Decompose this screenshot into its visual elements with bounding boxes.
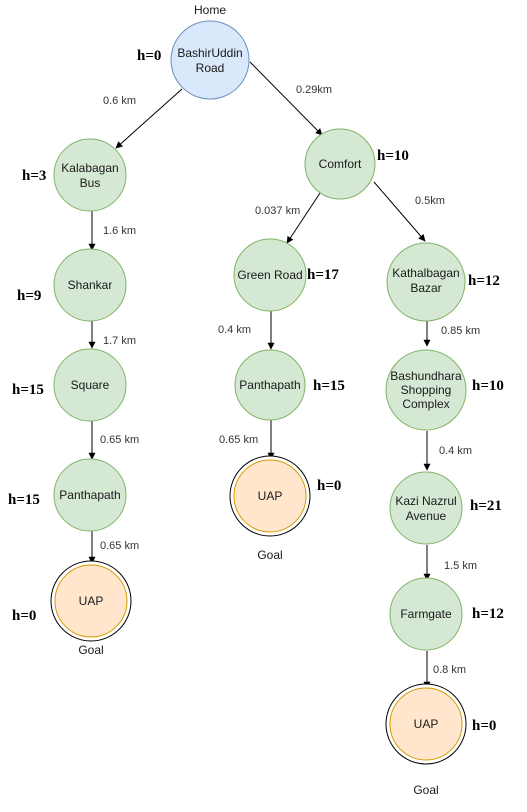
comfort-label: Comfort [319,157,362,171]
uap-left-circle [54,564,128,638]
edge-label-square-panthapath: 0.65 km [100,434,139,446]
uap-right-heuristic: h=0 [472,718,496,734]
panthapath-left-label: Panthapath [59,488,120,502]
node-uap-left[interactable]: UAP h=0 Goal [12,560,132,657]
node-comfort[interactable]: Comfort h=10 [304,128,409,200]
uap-left-label: UAP [79,594,104,608]
kathalbagan-bazar-label-line2: Bazar [410,281,441,295]
bashundhara-label-line3: Complex [402,397,449,411]
farmgate-label: Farmgate [400,607,452,621]
edge-labels: 0.6 km 0.29km 1.6 km 1.7 km 0.65 km 0.65… [100,84,480,676]
square-label: Square [71,378,110,392]
edge-label-comfort-greenroad: 0.037 km [255,205,300,217]
edge-comfort-greenroad [286,189,323,244]
uap-left-caption: Goal [78,643,103,657]
edge-home-kalabagan [115,88,183,149]
home-label-line2: Road [196,61,225,75]
kathalbagan-bazar-label-line1: Kathalbagan [392,266,459,280]
shankar-heuristic: h=9 [17,288,41,304]
kazi-nazrul-label-line1: Kazi Nazrul [395,494,456,508]
comfort-heuristic: h=10 [377,148,409,164]
node-green-road[interactable]: Green Road h=17 [233,238,339,312]
edge-label-panthapath-uap-mid: 0.65 km [219,434,258,446]
edge-label-shankar-square: 1.7 km [103,335,136,347]
node-kathalbagan-bazar[interactable]: Kathalbagan Bazar h=12 [386,242,500,322]
edge-label-home-comfort: 0.29km [296,84,332,96]
edge-label-kalabagan-shankar: 1.6 km [103,225,136,237]
kazi-nazrul-circle [389,471,463,545]
kalabagan-bus-label-line1: Kalabagan [61,161,118,175]
square-heuristic: h=15 [12,382,44,398]
comfort-circle [304,128,376,200]
home-circle [170,20,250,100]
uap-right-circle [389,687,463,761]
edges [88,61,431,689]
node-kalabagan-bus[interactable]: Kalabagan Bus h=3 [22,138,127,212]
edge-label-home-kalabagan: 0.6 km [103,95,136,107]
node-uap-right[interactable]: UAP h=0 Goal [385,683,496,797]
uap-right-label: UAP [414,717,439,731]
uap-mid-circle [233,459,307,533]
uap-left-heuristic: h=0 [12,608,36,624]
kalabagan-bus-circle [53,138,127,212]
farmgate-heuristic: h=12 [472,606,504,622]
panthapath-left-heuristic: h=15 [8,492,40,508]
edge-home-comfort [249,61,323,136]
edge-label-greenroad-panthapath: 0.4 km [218,324,251,336]
bashundhara-heuristic: h=10 [472,378,504,394]
node-kazi-nazrul[interactable]: Kazi Nazrul Avenue h=21 [389,471,502,545]
node-uap-mid[interactable]: UAP h=0 Goal [229,455,341,562]
bashundhara-label-line2: Shopping [401,383,452,397]
node-home[interactable]: Home BashirUddin Road h=0 [137,3,250,100]
kalabagan-bus-label-line2: Bus [80,176,101,190]
edge-label-panthapath-uap-left: 0.65 km [100,540,139,552]
node-square[interactable]: Square h=15 [12,348,127,422]
edge-label-farmgate-uap-right: 0.8 km [433,664,466,676]
shankar-circle [53,248,127,322]
square-circle [53,348,127,422]
farmgate-circle [389,577,463,651]
kazi-nazrul-label-line2: Avenue [406,509,447,523]
node-bashundhara[interactable]: Bashundhara Shopping Complex h=10 [385,349,504,431]
kathalbagan-bazar-circle [386,242,466,322]
bashundhara-label-line1: Bashundhara [390,369,462,383]
edge-label-kathalbagan-bashundhara: 0.85 km [441,325,480,337]
uap-mid-heuristic: h=0 [317,478,341,494]
home-label-line1: BashirUddin [177,46,242,60]
node-panthapath-mid[interactable]: Panthapath h=15 [234,349,345,421]
uap-mid-caption: Goal [257,548,282,562]
edge-comfort-kathalbagan [373,181,426,242]
home-caption: Home [194,3,226,17]
panthapath-left-circle [53,458,127,532]
kalabagan-bus-heuristic: h=3 [22,168,46,184]
kathalbagan-bazar-heuristic: h=12 [468,273,500,289]
edge-label-kazi-farmgate: 1.5 km [444,560,477,572]
green-road-label: Green Road [237,268,302,282]
node-shankar[interactable]: Shankar h=9 [17,248,127,322]
uap-mid-label: UAP [258,489,283,503]
home-heuristic: h=0 [137,48,161,64]
uap-right-caption: Goal [413,783,438,797]
kazi-nazrul-heuristic: h=21 [470,498,502,514]
panthapath-mid-label: Panthapath [239,378,300,392]
green-road-circle [233,238,307,312]
green-road-heuristic: h=17 [307,267,339,283]
node-farmgate[interactable]: Farmgate h=12 [389,577,504,651]
panthapath-mid-heuristic: h=15 [313,378,345,394]
panthapath-mid-circle [234,349,306,421]
edge-label-comfort-kathalbagan: 0.5km [415,195,445,207]
edge-label-bashundhara-kazi: 0.4 km [439,445,472,457]
node-panthapath-left[interactable]: Panthapath h=15 [8,458,127,532]
bashundhara-circle [385,349,467,431]
shankar-label: Shankar [68,278,113,292]
